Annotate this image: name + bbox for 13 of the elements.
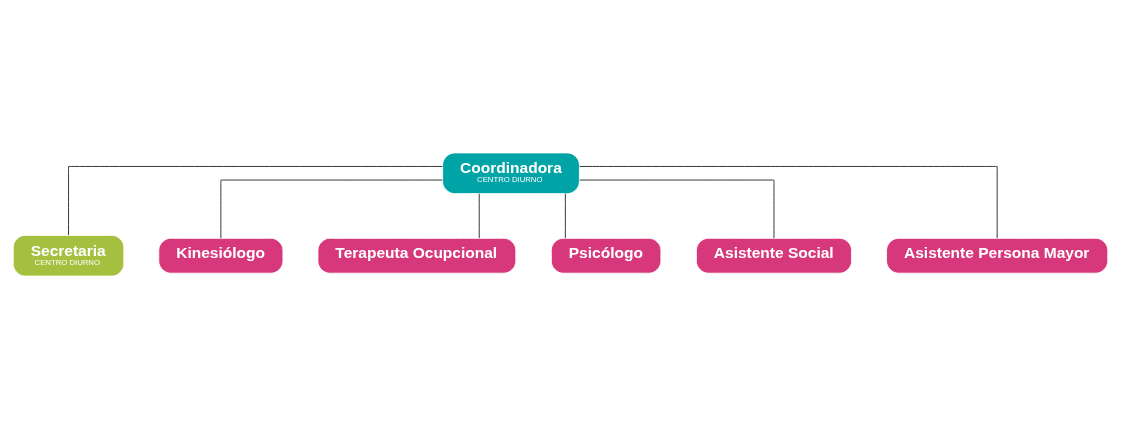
connector [564,192,566,239]
node-box: Terapeuta Ocupcional [317,237,517,274]
connector [220,179,443,239]
connector [478,192,480,239]
node-box: Asistente Persona Mayor [886,237,1109,274]
node-box: Asistente Social [695,237,853,274]
connector [68,165,443,235]
node-box: Coordinadora CENTRO DIURNO [442,151,580,194]
connector [579,179,775,239]
node-box: Kinesiólogo [158,237,284,274]
node-box: Psicólogo [550,237,662,274]
node-box: Secretaria CENTRO DIURNO [12,234,125,277]
connector [579,165,998,239]
